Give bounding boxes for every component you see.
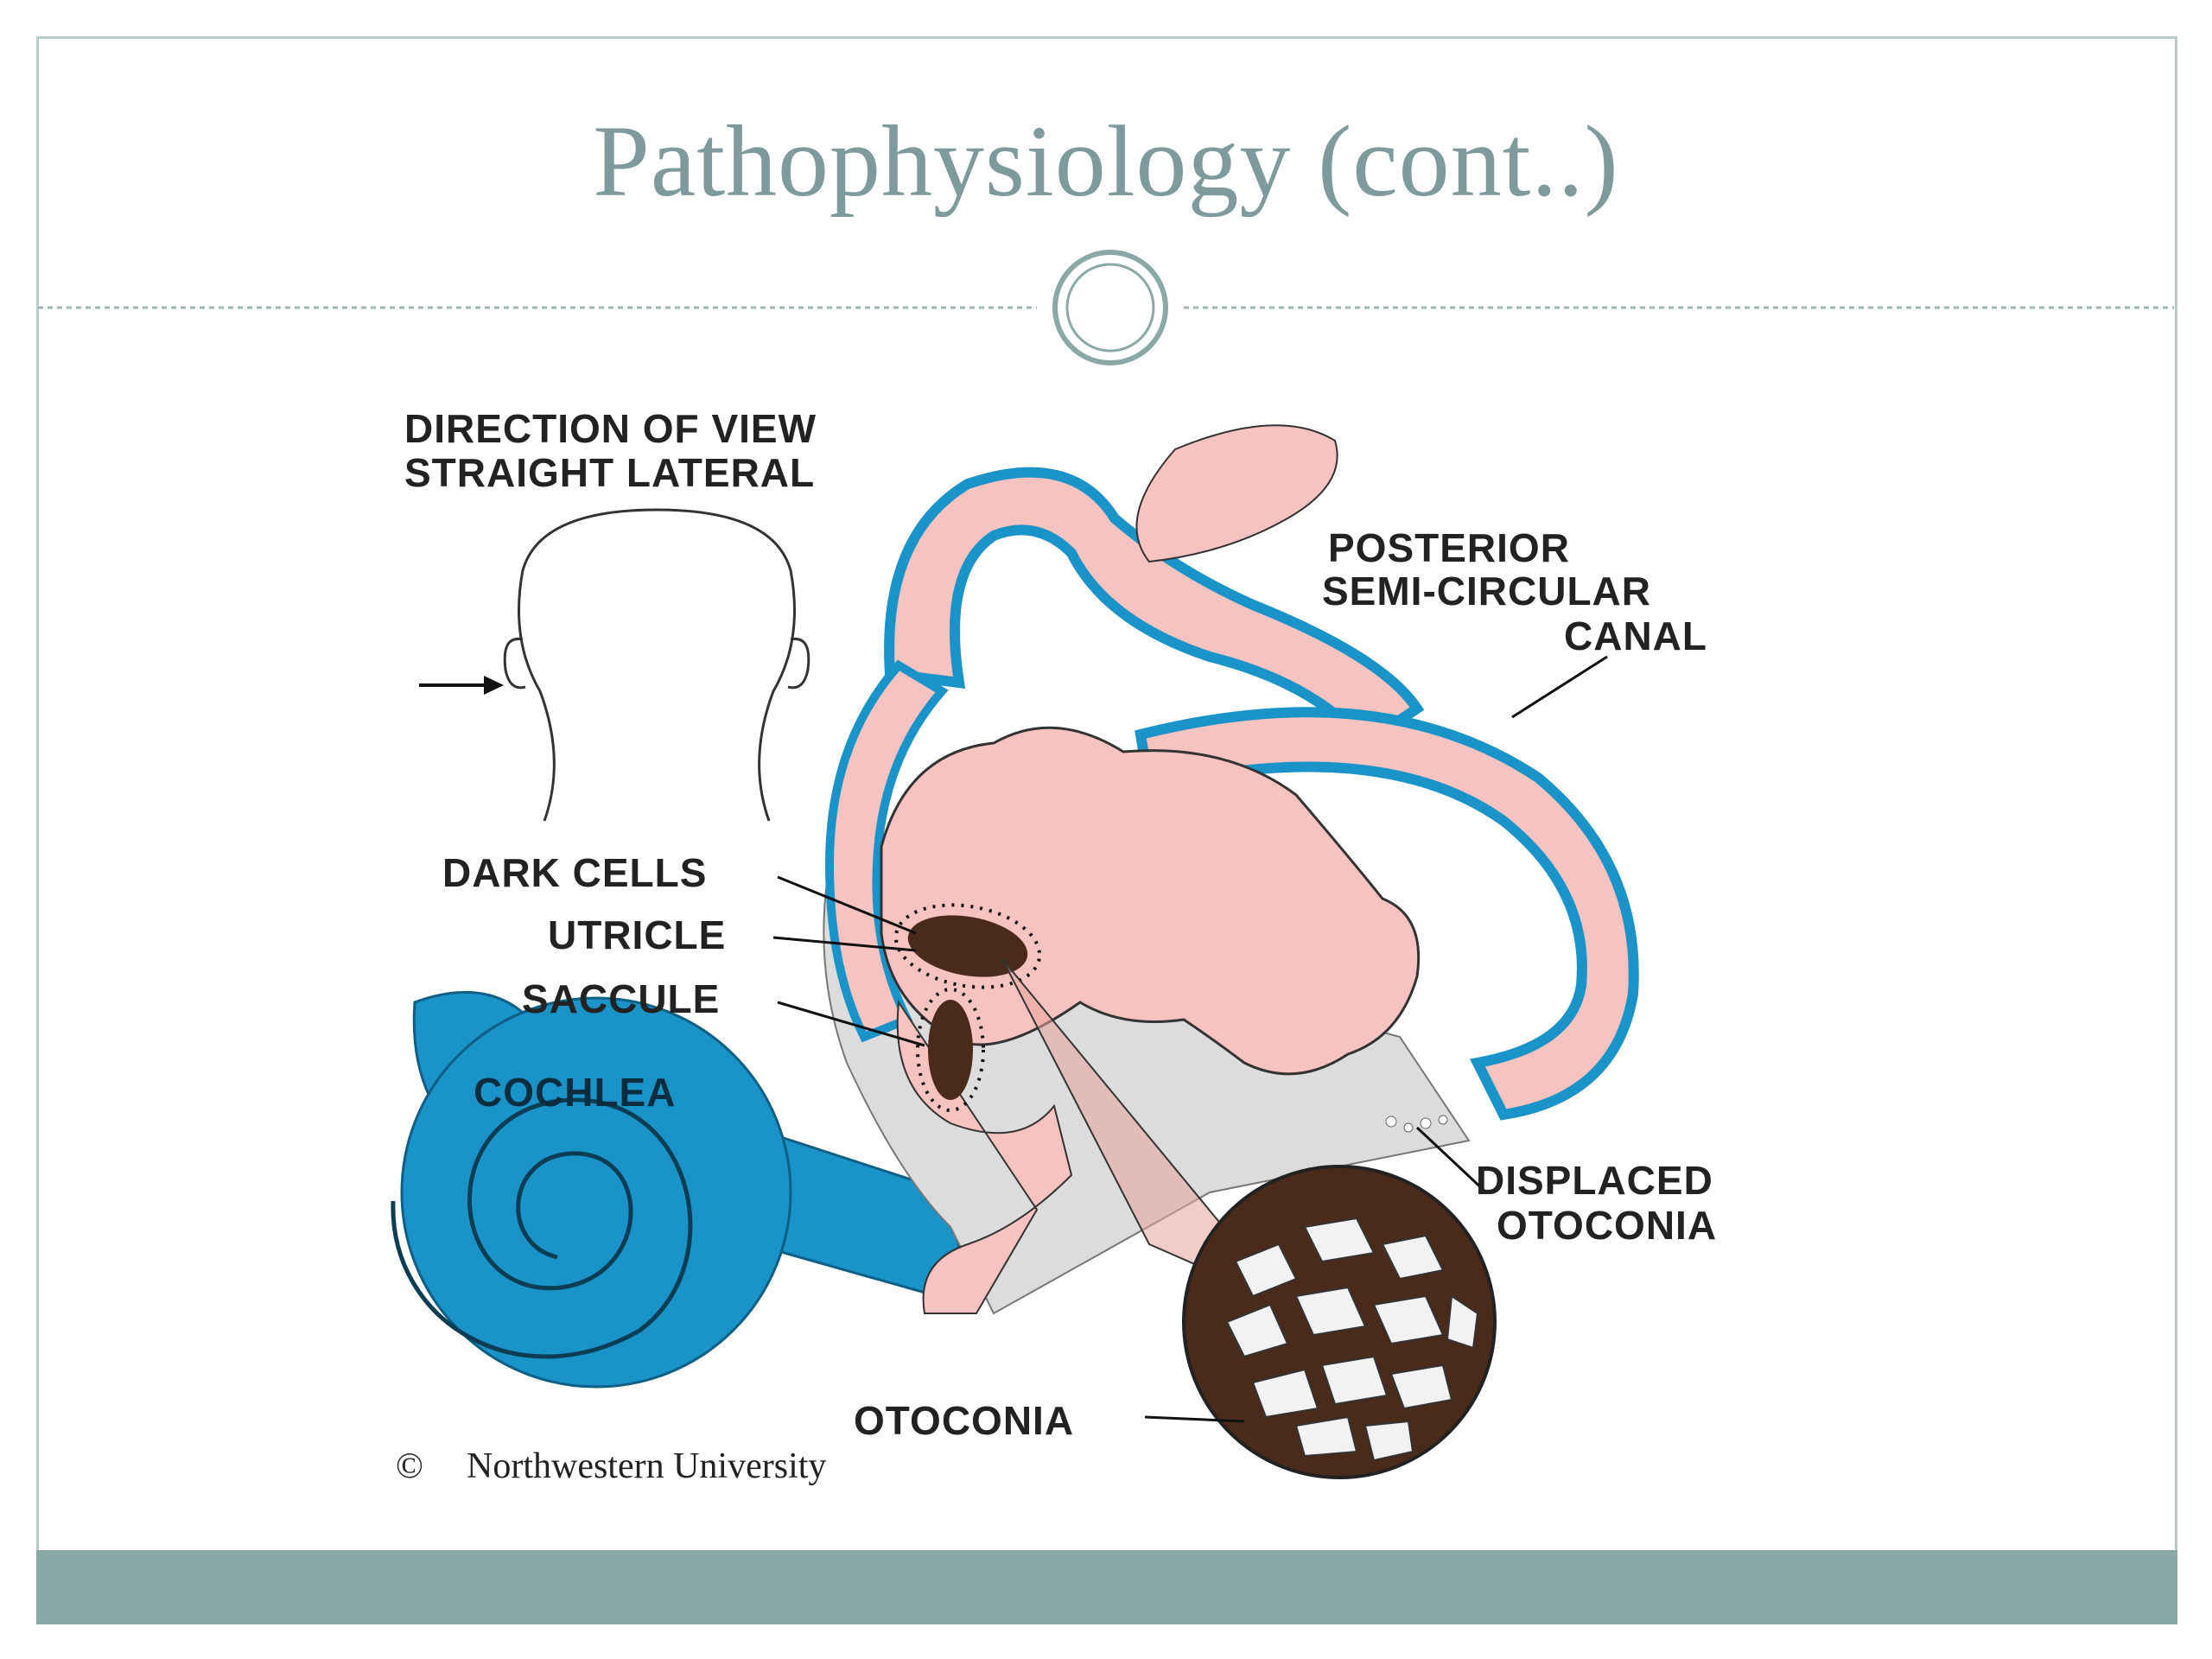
posterior-canal-label-3: CANAL bbox=[1564, 613, 1707, 658]
saccule-macula bbox=[916, 988, 985, 1112]
saccule-label: SACCULE bbox=[522, 976, 720, 1021]
displaced-otoconia-label-1: DISPLACED bbox=[1476, 1158, 1713, 1203]
otoconia-magnified bbox=[1182, 1165, 1497, 1479]
footer-band bbox=[36, 1550, 2177, 1624]
semicircular-canals bbox=[824, 424, 1639, 1121]
anterior-canal bbox=[884, 467, 1425, 750]
displaced-otoconia bbox=[1385, 1115, 1448, 1133]
copyright-symbol: © bbox=[396, 1446, 423, 1486]
dark-cells-label: DARK CELLS bbox=[442, 850, 707, 895]
otoconia-label: OTOCONIA bbox=[854, 1398, 1074, 1443]
posterior-canal-label-2: SEMI-CIRCULAR bbox=[1322, 569, 1651, 613]
posterior-canal-label-1: POSTERIOR bbox=[1328, 525, 1570, 570]
vestibule-body bbox=[880, 726, 1421, 1076]
ampulla-top bbox=[1135, 424, 1338, 563]
leader-lines bbox=[772, 655, 1608, 1423]
head-outline bbox=[503, 508, 810, 822]
view-direction-label-2: STRAIGHT LATERAL bbox=[404, 450, 815, 495]
cochlea-label: COCHLEA bbox=[474, 1070, 676, 1115]
posterior-canal bbox=[1135, 707, 1639, 1121]
cochlea-spiral bbox=[391, 1097, 693, 1359]
displaced-otoconia-label-2: OTOCONIA bbox=[1497, 1203, 1717, 1248]
cochlea bbox=[391, 990, 969, 1389]
utricle-label: UTRICLE bbox=[548, 912, 726, 957]
view-direction-arrow bbox=[419, 676, 504, 695]
copyright-owner: Northwestern University bbox=[467, 1446, 826, 1486]
slide-title: Pathophysiology (cont..) bbox=[593, 105, 1619, 218]
utricle-macula bbox=[893, 903, 1042, 989]
view-direction-label-1: DIRECTION OF VIEW bbox=[404, 406, 817, 451]
